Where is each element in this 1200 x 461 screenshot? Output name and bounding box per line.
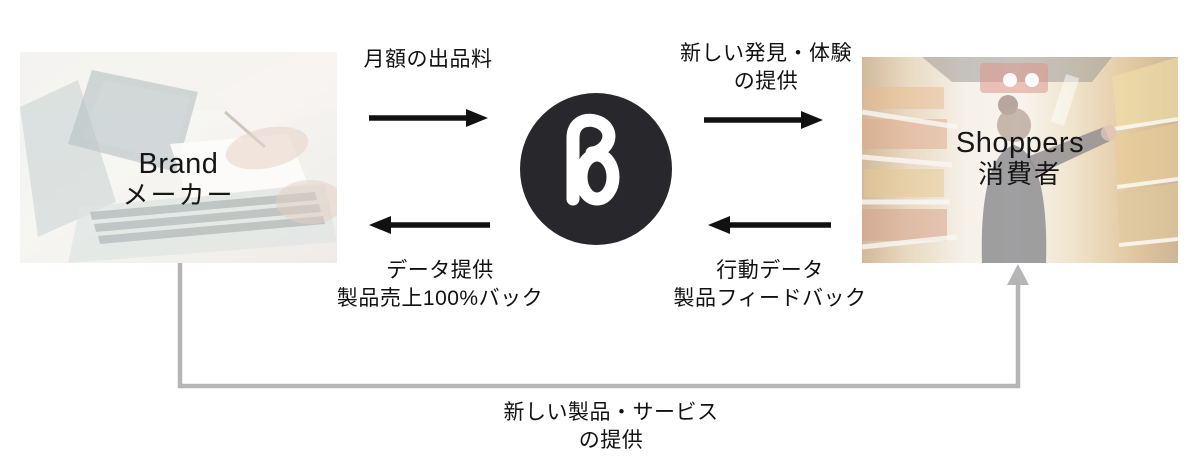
arrow-left-platform-to-brand-icon — [369, 216, 490, 234]
laptop-shapes — [20, 70, 337, 263]
logo-circle — [520, 93, 672, 245]
flow-label-line: 新しい発見・体験 — [680, 42, 852, 65]
arrow-left-shoppers-to-platform-icon — [708, 216, 831, 234]
flow-label-line: 製品売上100%バック — [336, 287, 544, 310]
people-shapes — [170, 52, 337, 224]
brand-subtitle: メーカー — [122, 180, 235, 210]
flow-label-line: 行動データ — [716, 259, 824, 282]
shoppers-photo-art — [862, 57, 1178, 263]
platform-logo — [520, 93, 672, 245]
flow-label-line: データ提供 — [386, 259, 494, 282]
label-brand-to-platform: 月額の出品料 — [278, 46, 578, 74]
label-platform-to-shoppers: 新しい発見・体験 の提供 — [616, 40, 916, 96]
b-logo-icon — [520, 93, 672, 245]
flow-label-line: の提供 — [578, 429, 644, 452]
label-platform-to-brand: データ提供 製品売上100%バック — [290, 257, 590, 313]
shoppers-photo: Shoppers 消費者 — [862, 57, 1178, 263]
label-shoppers-to-platform: 行動データ 製品フィードバック — [620, 257, 920, 313]
shoppers-title: Shoppers — [955, 127, 1085, 159]
brand-photo-art — [20, 52, 337, 263]
logo-b-bowl — [574, 148, 620, 206]
flow-label-line: の提供 — [733, 70, 799, 93]
shoppers-subtitle: 消費者 — [977, 159, 1062, 189]
flow-label-line: 製品フィードバック — [673, 287, 867, 310]
flow-label-line: 月額の出品料 — [363, 48, 493, 71]
arrow-right-brand-to-platform-icon — [369, 109, 488, 127]
right-shelf-shapes — [1112, 57, 1178, 247]
ceiling-lights-shapes — [1003, 73, 1080, 126]
shoppers-node-label: Shoppers 消費者 — [862, 128, 1178, 190]
connector-arrowhead-up-icon — [1007, 264, 1029, 285]
arrow-right-platform-to-shoppers-icon — [704, 111, 823, 129]
flow-label-line: 新しい製品・サービス — [503, 401, 719, 424]
label-brand-to-shoppers: 新しい製品・サービス の提供 — [461, 399, 761, 455]
left-shelf-shapes — [862, 87, 958, 250]
brand-photo: Brand メーカー — [20, 52, 337, 263]
shopper-person-shape — [981, 95, 1117, 263]
brand-node-label: Brand メーカー — [20, 149, 337, 211]
brand-title: Brand — [138, 148, 219, 180]
